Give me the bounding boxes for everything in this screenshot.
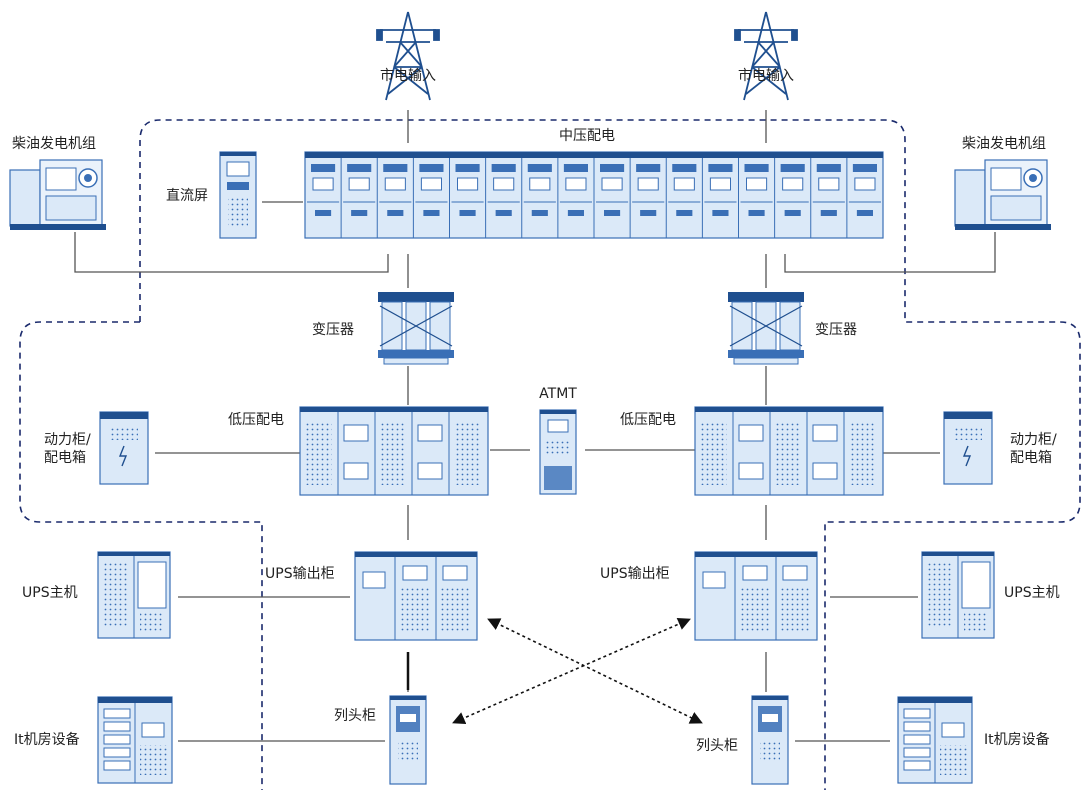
transmission-tower-icon	[734, 11, 798, 101]
mv-switchgear-panel	[340, 158, 376, 238]
diesel-generator-label-right: 柴油发电机组	[962, 136, 1046, 152]
power-cabinet-label-left: 动力柜/ 配电箱	[44, 432, 91, 467]
power-cabinet-icon	[943, 411, 993, 485]
dc-panel-cabinet	[219, 151, 257, 239]
mv-switchgear-panel	[738, 158, 773, 238]
transformer-icon	[728, 292, 804, 365]
mv-switchgear-panel	[376, 158, 412, 238]
lv-distribution-label-right: 低压配电	[620, 412, 676, 428]
ups-output-cabinet-right	[694, 551, 818, 641]
diesel-generator-label-left: 柴油发电机组	[12, 136, 96, 152]
lv-switchgear-right	[694, 406, 884, 496]
cross-link-arrow-2	[452, 617, 691, 725]
power-cabinet-icon	[99, 411, 149, 485]
dashed-boundary-lower	[19, 321, 263, 790]
ups-host-label-right: UPS主机	[1004, 585, 1060, 601]
lv-switchgear-left	[299, 406, 489, 496]
mv-switchgear-panel	[665, 158, 701, 238]
power-cabinet-label-left-line2: 配电箱	[44, 449, 86, 466]
it-equipment-rack	[897, 696, 973, 784]
diesel-generator-icon	[954, 159, 1051, 230]
column-head-cabinet	[389, 695, 427, 785]
mv-switchgear-panel	[846, 158, 881, 238]
atmt-cabinet	[539, 409, 577, 495]
mv-switchgear-panel	[810, 158, 845, 238]
mv-switchgear-panel	[774, 158, 809, 238]
power-cabinet-label-right-line1: 动力柜/	[1010, 432, 1057, 448]
mv-distribution-label: 中压配电	[559, 128, 615, 144]
utility-input-label-left: 市电输入	[380, 68, 436, 84]
lv-distribution-label-left: 低压配电	[228, 412, 284, 428]
transformer-icon	[378, 292, 454, 365]
ups-host-cabinet	[921, 551, 995, 639]
it-equipment-label-left: It机房设备	[14, 732, 80, 748]
utility-input-label-right: 市电输入	[738, 68, 794, 84]
mv-switchgear-panel	[485, 158, 520, 238]
mv-switchgear-panel	[701, 158, 737, 238]
transmission-tower-icon	[376, 11, 440, 101]
ups-host-label-left: UPS主机	[22, 585, 78, 601]
mv-switchgear-panel	[593, 158, 629, 238]
mv-switchgear-panel	[449, 158, 484, 238]
column-head-label-right: 列头柜	[696, 738, 738, 754]
mv-switchgear-panel	[629, 158, 665, 238]
mv-switchgear	[304, 151, 884, 239]
atmt-label: ATMT	[539, 386, 577, 402]
transformer-label-left: 变压器	[312, 322, 354, 338]
it-equipment-label-right: It机房设备	[984, 732, 1050, 748]
dc-panel-label: 直流屏	[166, 188, 208, 204]
ups-output-label-right: UPS输出柜	[600, 566, 670, 582]
column-head-label-left: 列头柜	[334, 708, 376, 724]
diesel-generator-icon	[9, 159, 106, 230]
power-cabinet-label-left-line1: 动力柜/	[44, 432, 91, 448]
mv-switchgear-panel	[412, 158, 448, 238]
column-head-cabinet	[751, 695, 789, 785]
mv-switchgear-panel	[304, 158, 340, 238]
ups-output-cabinet-left	[354, 551, 478, 641]
power-cabinet-label-right-line2: 配电箱	[1010, 449, 1052, 466]
cross-link-arrow-1	[487, 618, 703, 724]
ups-output-label-left: UPS输出柜	[265, 566, 335, 582]
transformer-label-right: 变压器	[815, 322, 857, 338]
mv-switchgear-panel	[521, 158, 556, 238]
it-equipment-rack	[97, 696, 173, 784]
ups-host-cabinet	[97, 551, 171, 639]
mv-switchgear-panel	[557, 158, 592, 238]
power-cabinet-label-right: 动力柜/ 配电箱	[1010, 432, 1057, 467]
